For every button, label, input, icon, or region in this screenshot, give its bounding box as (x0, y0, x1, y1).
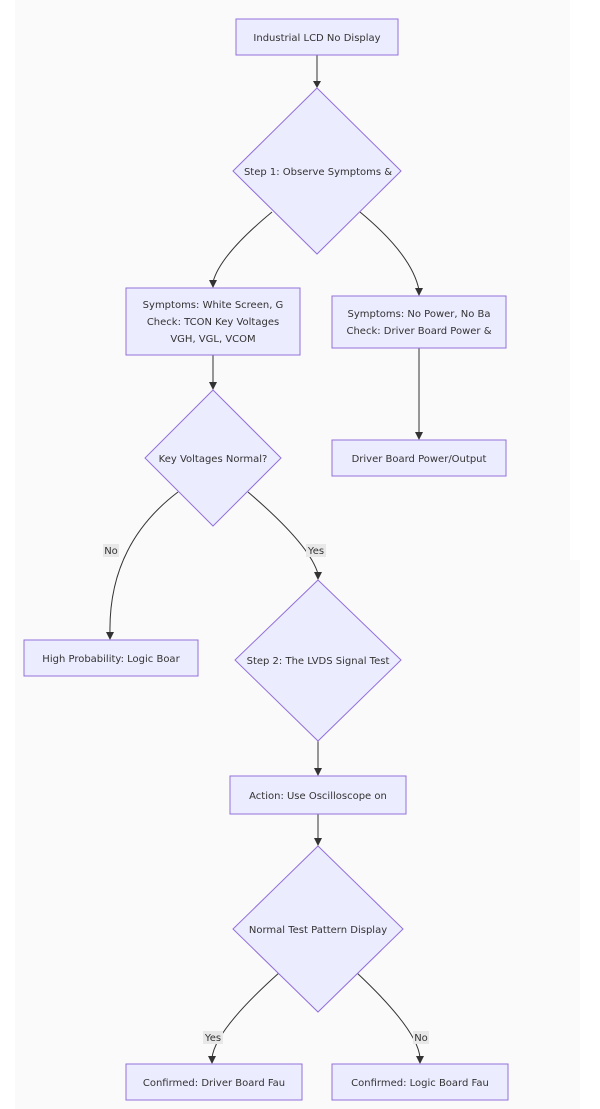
edge-testpattern-no (355, 971, 421, 1059)
node-logic-high-label: High Probability: Logic Boar (42, 654, 180, 665)
edge-label-no-1-text: No (104, 546, 118, 557)
node-symptoms-right: Symptoms: No Power, No Ba Check: Driver … (331, 295, 507, 349)
node-symptoms-left: Symptoms: White Screen, G Check: TCON Ke… (125, 287, 301, 356)
edge-label-yes-2: Yes (203, 1031, 223, 1044)
node-step1-label: Step 1: Observe Symptoms & (244, 167, 392, 178)
node-key-voltages-label: Key Voltages Normal? (159, 454, 268, 465)
edge-label-yes-1-text: Yes (307, 546, 324, 557)
edge-keyvoltages-no (109, 491, 179, 635)
node-step1-decision: Step 1: Observe Symptoms & (232, 87, 402, 255)
edges (106, 55, 424, 1064)
node-confirmed-logic: Confirmed: Logic Board Fau (331, 1063, 509, 1101)
node-test-pattern-label: Normal Test Pattern Display (249, 925, 387, 936)
node-symptoms-right-line-2: Check: Driver Board Power & (346, 326, 491, 337)
node-start-label: Industrial LCD No Display (253, 33, 380, 44)
node-confirmed-driver-label: Confirmed: Driver Board Fau (143, 1078, 285, 1089)
edge-step1-symptoms-left (212, 211, 273, 283)
edge-keyvoltages-yes (247, 491, 319, 575)
edge-label-yes-2-text: Yes (204, 1033, 221, 1044)
arrowhead (209, 280, 217, 288)
arrowhead (314, 838, 322, 846)
arrowhead (106, 632, 114, 640)
edge-step1-symptoms-right (359, 211, 420, 291)
arrowhead (313, 81, 321, 88)
node-test-pattern-decision: Normal Test Pattern Display (232, 845, 404, 1013)
edge-label-yes-1: Yes (306, 544, 326, 557)
node-step2-label: Step 2: The LVDS Signal Test (247, 656, 390, 667)
node-action: Action: Use Oscilloscope on (229, 775, 407, 815)
node-confirmed-driver: Confirmed: Driver Board Fau (125, 1063, 303, 1101)
arrowhead (314, 572, 322, 580)
edge-testpattern-yes (211, 971, 281, 1059)
node-key-voltages-decision: Key Voltages Normal? (144, 389, 282, 527)
arrowhead (415, 432, 423, 440)
node-logic-high-probability: High Probability: Logic Boar (23, 639, 199, 677)
node-action-label: Action: Use Oscilloscope on (249, 791, 387, 802)
node-driver-power-label: Driver Board Power/Output (352, 454, 487, 465)
node-symptoms-left-line-1: Symptoms: White Screen, G (143, 300, 284, 311)
node-symptoms-left-line-3: VGH, VGL, VCOM (170, 334, 255, 345)
edge-label-no-2: No (413, 1031, 429, 1044)
arrowhead (416, 1056, 424, 1064)
arrowhead (314, 768, 322, 776)
node-driver-power: Driver Board Power/Output (331, 439, 507, 477)
edge-label-no-1: No (103, 544, 119, 557)
node-symptoms-right-line-1: Symptoms: No Power, No Ba (347, 309, 490, 320)
node-start: Industrial LCD No Display (235, 18, 399, 56)
node-step2-decision: Step 2: The LVDS Signal Test (234, 579, 402, 742)
arrowhead (208, 1056, 216, 1064)
edge-label-no-2-text: No (414, 1033, 428, 1044)
node-confirmed-logic-label: Confirmed: Logic Board Fau (351, 1078, 489, 1089)
arrowhead (415, 288, 423, 296)
arrowhead (209, 382, 217, 390)
node-symptoms-left-line-2: Check: TCON Key Voltages (147, 317, 279, 328)
